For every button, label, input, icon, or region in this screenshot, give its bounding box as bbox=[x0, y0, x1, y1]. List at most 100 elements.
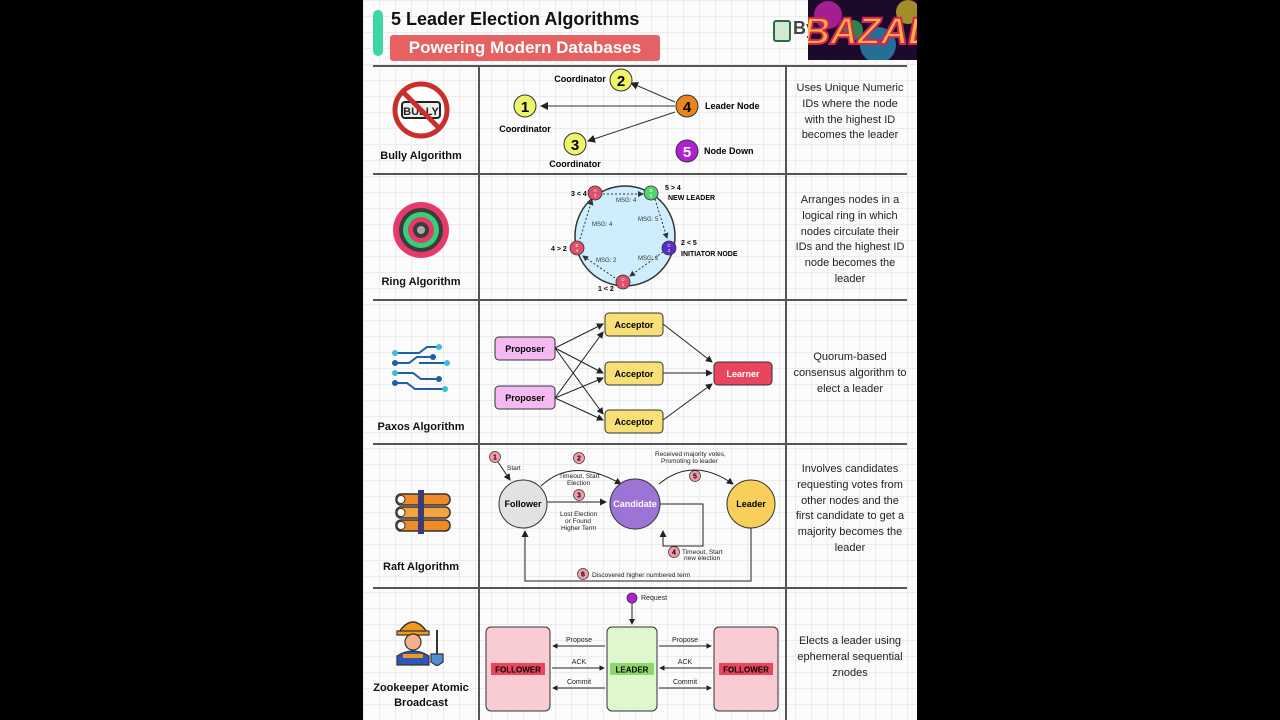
ring-node-a: A3 bbox=[587, 185, 603, 201]
svg-text:MSG: 4: MSG: 4 bbox=[616, 198, 637, 204]
svg-text:Acceptor: Acceptor bbox=[614, 320, 654, 330]
page-title: 5 Leader Election Algorithms bbox=[391, 9, 640, 29]
ring-description: Arranges nodes in a logical ring in whic… bbox=[795, 194, 905, 285]
svg-text:Commit: Commit bbox=[673, 679, 697, 686]
zookeeper-algorithm-title: Zookeeper Atomic Broadcast bbox=[373, 682, 469, 709]
svg-text:3: 3 bbox=[594, 193, 597, 198]
svg-text:4: 4 bbox=[683, 99, 692, 116]
svg-text:new election: new election bbox=[684, 555, 721, 562]
infographic-poster: 5 Leader Election Algorithms Powering Mo… bbox=[363, 0, 917, 720]
svg-text:4: 4 bbox=[576, 248, 579, 253]
bully-node-3-label: Coordinator bbox=[549, 159, 601, 169]
svg-text:Election: Election bbox=[567, 480, 591, 487]
zab-follower-left: FOLLOWER bbox=[485, 626, 551, 712]
raft-diagram: Follower Candidate Leader 1 2 3 4 5 6 St… bbox=[489, 451, 776, 582]
svg-text:4: 4 bbox=[672, 550, 676, 557]
ring-diagram: MSG: 4 MSG: 5 MSG: 4 MSG: 2 MSG: 2 A3 3 … bbox=[551, 185, 738, 293]
svg-text:5: 5 bbox=[693, 474, 697, 481]
bully-diagram: 1 Coordinator 2 Coordinator 3 Coordinato… bbox=[499, 68, 760, 169]
paxos-algorithm-title: Paxos Algorithm bbox=[377, 421, 465, 433]
svg-text:Propose: Propose bbox=[672, 637, 698, 644]
bully-node-5-label: Node Down bbox=[704, 146, 754, 156]
raft-description: Involves candidates requesting votes fro… bbox=[795, 463, 905, 554]
svg-text:4 > 2: 4 > 2 bbox=[551, 246, 567, 253]
log-raft-icon bbox=[395, 490, 451, 534]
paxos-diagram: Proposer Proposer Acceptor Acceptor Acce… bbox=[494, 312, 773, 434]
svg-text:MSG: 2: MSG: 2 bbox=[638, 256, 659, 262]
svg-text:3: 3 bbox=[577, 493, 581, 500]
raft-leader: Leader bbox=[726, 479, 776, 529]
svg-text:1: 1 bbox=[493, 455, 497, 462]
paxos-acceptor-3: Acceptor bbox=[604, 409, 664, 434]
no-bully-icon: BULLY bbox=[392, 81, 450, 139]
svg-text:A: A bbox=[593, 188, 596, 193]
svg-text:Acceptor: Acceptor bbox=[614, 417, 654, 427]
ring-node-c: C2 bbox=[661, 240, 677, 256]
svg-text:MSG: 5: MSG: 5 bbox=[638, 217, 659, 223]
zookeeper-description: Elects a leader using ephemeral sequenti… bbox=[797, 635, 903, 679]
svg-text:MSG: 4: MSG: 4 bbox=[592, 222, 613, 228]
bully-node-1-label: Coordinator bbox=[499, 124, 551, 134]
svg-text:Received majority votes,: Received majority votes, bbox=[655, 451, 726, 458]
paxos-description: Quorum-based consensus algorithm to elec… bbox=[793, 351, 907, 395]
svg-text:Promoting to leader: Promoting to leader bbox=[661, 458, 719, 465]
bully-node-2-label: Coordinator bbox=[554, 74, 606, 84]
bully-node-5: 5 bbox=[675, 139, 699, 163]
svg-text:6: 6 bbox=[581, 572, 585, 579]
svg-text:Timeout, Start: Timeout, Start bbox=[682, 549, 723, 556]
svg-text:3: 3 bbox=[571, 137, 579, 154]
svg-text:NEW LEADER: NEW LEADER bbox=[668, 195, 715, 202]
svg-text:2: 2 bbox=[577, 456, 581, 463]
svg-text:Candidate: Candidate bbox=[613, 499, 657, 509]
paxos-proposer-2: Proposer bbox=[494, 385, 556, 410]
bully-node-2: 2 bbox=[609, 68, 633, 92]
svg-text:or Found: or Found bbox=[565, 518, 591, 525]
svg-text:MSG: 2: MSG: 2 bbox=[596, 258, 617, 264]
bully-node-4: 4 bbox=[675, 94, 699, 118]
raft-candidate: Candidate bbox=[609, 478, 661, 530]
zab-follower-right: FOLLOWER bbox=[713, 626, 779, 712]
paxos-learner: Learner bbox=[713, 361, 773, 386]
row-divider bbox=[373, 65, 907, 67]
svg-text:FOLLOWER: FOLLOWER bbox=[723, 666, 769, 675]
paxos-proposer-1: Proposer bbox=[494, 336, 556, 361]
raft-algorithm-title: Raft Algorithm bbox=[383, 561, 459, 573]
svg-text:Proposer: Proposer bbox=[505, 393, 545, 403]
svg-text:2: 2 bbox=[668, 248, 671, 253]
bully-node-4-label: Leader Node bbox=[705, 101, 760, 111]
bazal-watermark-logo: BAZAL bbox=[808, 0, 917, 60]
svg-text:Learner: Learner bbox=[726, 369, 760, 379]
row-divider bbox=[373, 443, 907, 445]
bully-node-3: 3 bbox=[563, 132, 587, 156]
row-divider bbox=[373, 587, 907, 589]
worker-shovel-icon bbox=[396, 621, 444, 666]
svg-text:FOLLOWER: FOLLOWER bbox=[495, 666, 541, 675]
svg-text:LEADER: LEADER bbox=[616, 666, 649, 675]
paxos-acceptor-2: Acceptor bbox=[604, 361, 664, 386]
svg-text:Propose: Propose bbox=[566, 637, 592, 644]
ring-node-b: B5 bbox=[643, 185, 659, 201]
svg-text:D: D bbox=[621, 277, 625, 282]
svg-text:Lost Election: Lost Election bbox=[560, 511, 598, 518]
column-divider bbox=[478, 65, 480, 720]
svg-text:INITIATOR NODE: INITIATOR NODE bbox=[681, 251, 738, 258]
svg-text:E: E bbox=[575, 243, 578, 248]
svg-text:C: C bbox=[667, 243, 671, 248]
svg-text:3 < 4: 3 < 4 bbox=[571, 191, 587, 198]
svg-text:Discovered higher numbered ter: Discovered higher numbered term bbox=[592, 572, 690, 579]
ring-node-e: E4 bbox=[569, 240, 585, 256]
svg-text:Acceptor: Acceptor bbox=[614, 369, 654, 379]
svg-text:1: 1 bbox=[622, 282, 625, 287]
bully-algorithm-title: Bully Algorithm bbox=[380, 150, 462, 162]
row-divider bbox=[373, 299, 907, 301]
ring-node-d: D1 bbox=[615, 274, 631, 290]
svg-text:Proposer: Proposer bbox=[505, 344, 545, 354]
svg-text:5: 5 bbox=[650, 193, 653, 198]
svg-text:Higher Term: Higher Term bbox=[561, 525, 596, 532]
svg-text:1 < 2: 1 < 2 bbox=[598, 286, 614, 293]
svg-text:5 > 4: 5 > 4 bbox=[665, 185, 681, 192]
svg-text:1: 1 bbox=[521, 99, 529, 116]
zab-leader: LEADER bbox=[606, 626, 658, 712]
svg-text:ACK: ACK bbox=[678, 659, 693, 666]
svg-text:5: 5 bbox=[683, 144, 691, 161]
